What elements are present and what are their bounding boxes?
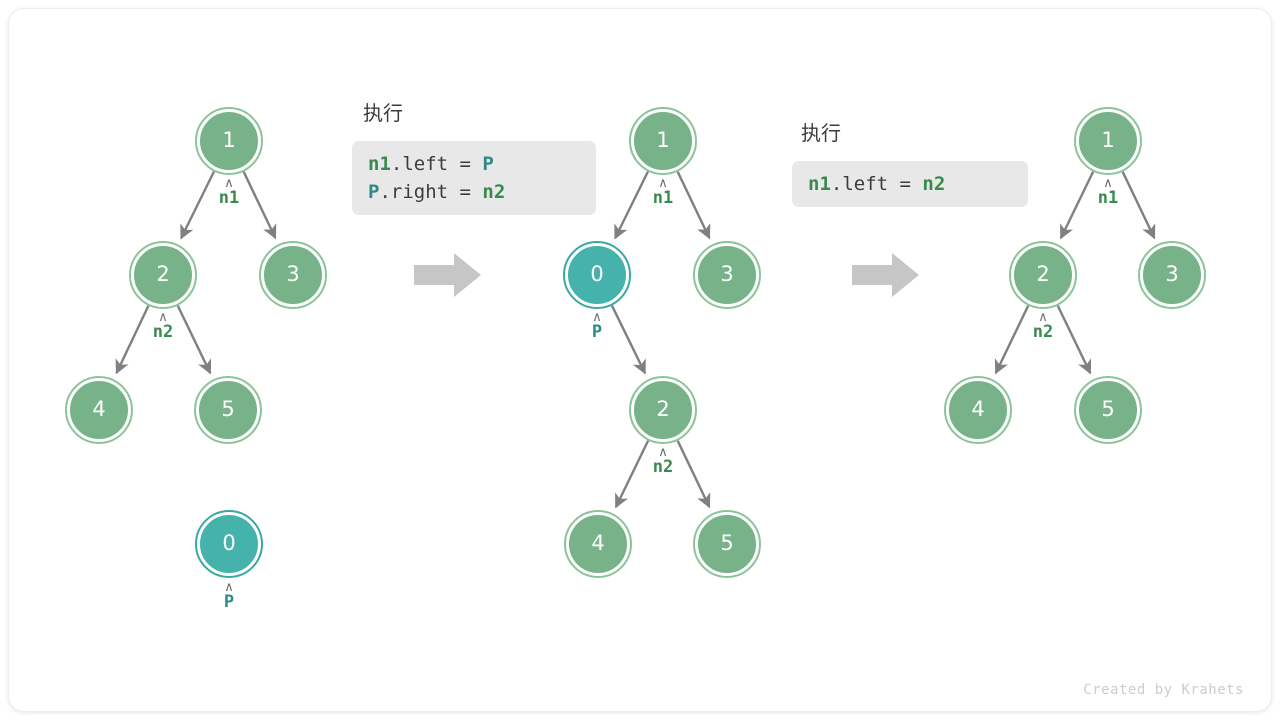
tree-edge: [242, 171, 277, 240]
tree-node-value: 5: [720, 530, 734, 555]
code-snippet: n1.left = n2: [792, 161, 1028, 207]
code-token: P: [482, 153, 494, 175]
tree-node-value: 3: [720, 261, 734, 286]
tree-node: 2: [629, 376, 697, 444]
tree-edge: [1059, 171, 1095, 240]
caret-icon: ∧: [592, 310, 602, 325]
transition-arrow-1: [414, 252, 482, 303]
pointer-label-text: n2: [1032, 322, 1054, 342]
pointer-label: ∧P: [194, 580, 264, 612]
tree-node-value: 0: [222, 530, 236, 555]
tree-node-value: 2: [656, 396, 670, 421]
tree-node-value: 5: [1101, 396, 1115, 421]
tree-edge: [176, 305, 212, 375]
code-token: n2: [482, 181, 506, 203]
tree-node-value: 2: [156, 261, 170, 286]
caret-icon: ∧: [224, 580, 234, 595]
pointer-label: ∧n2: [1008, 310, 1078, 342]
arrow-right-icon: [852, 253, 919, 297]
pointer-label-text: P: [223, 592, 235, 612]
tree-node-value: 1: [656, 127, 670, 152]
tree-node-value: 3: [1165, 261, 1179, 286]
pointer-label: ∧n1: [194, 176, 264, 208]
tree-node: 2: [129, 241, 197, 309]
tree-node: 0: [563, 241, 631, 309]
caret-icon: ∧: [1038, 310, 1048, 325]
tree-node: 4: [944, 376, 1012, 444]
pointer-label-text: n2: [652, 457, 674, 477]
caret-icon: ∧: [658, 445, 668, 460]
arrow-right-icon: [414, 253, 481, 297]
code-token: P: [368, 181, 380, 203]
tree-node: 1: [1074, 107, 1142, 175]
pointer-label: ∧P: [562, 310, 632, 342]
pointer-label: ∧n2: [628, 445, 698, 477]
tree-edge: [994, 305, 1030, 375]
tree-node: 3: [259, 241, 327, 309]
code-line: P.right = n2: [368, 178, 580, 206]
tree-node-value: 5: [221, 396, 235, 421]
tree-node: 5: [693, 510, 761, 578]
code-token: .right =: [379, 181, 483, 203]
code-line: n1.left = P: [368, 150, 580, 178]
pointer-label-text: n1: [218, 188, 240, 208]
tree-node-value: 0: [590, 261, 604, 286]
pointer-label-text: n1: [652, 188, 674, 208]
tree-node-value: 3: [286, 261, 300, 286]
pointer-label: ∧n2: [128, 310, 198, 342]
code-token: n2: [922, 173, 946, 195]
transition-arrow-2: [852, 252, 920, 303]
tree-node: 2: [1009, 241, 1077, 309]
tree-node: 3: [1138, 241, 1206, 309]
tree-node-value: 2: [1036, 261, 1050, 286]
tree-node-value: 1: [222, 127, 236, 152]
pointer-label: ∧n1: [628, 176, 698, 208]
tree-edge: [1121, 171, 1156, 240]
tree-edge: [614, 170, 650, 240]
tree-node-value: 1: [1101, 127, 1115, 152]
caret-icon: ∧: [158, 310, 168, 325]
tree-node: 3: [693, 241, 761, 309]
code-token: n1: [808, 173, 831, 195]
tree-node: 1: [195, 107, 263, 175]
pointer-label: ∧n1: [1073, 176, 1143, 208]
caret-icon: ∧: [224, 176, 234, 191]
tree-edge: [180, 170, 216, 240]
code-line: n1.left = n2: [808, 170, 1012, 198]
tree-node: 0: [195, 510, 263, 578]
tree-edge: [614, 440, 650, 509]
tree-node: 1: [629, 107, 697, 175]
code-token: .left =: [390, 153, 483, 175]
tree-edge: [1056, 305, 1092, 375]
tree-node: 5: [194, 376, 262, 444]
tree-node: 5: [1074, 376, 1142, 444]
caret-icon: ∧: [1103, 176, 1113, 191]
tree-node: 4: [564, 510, 632, 578]
tree-node-value: 4: [591, 530, 605, 555]
tree-node-value: 4: [971, 396, 985, 421]
tree-edge: [676, 171, 711, 240]
pointer-label-text: n1: [1097, 188, 1119, 208]
tree-edge: [115, 305, 150, 375]
step-caption: 执行: [801, 121, 841, 145]
pointer-label-text: n2: [152, 322, 174, 342]
tree-node: 4: [65, 376, 133, 444]
step-caption: 执行: [363, 101, 403, 125]
footer-credit: Created by Krahets: [1083, 682, 1244, 698]
tree-node-value: 4: [92, 396, 106, 421]
pointer-label-text: P: [591, 322, 603, 342]
caret-icon: ∧: [658, 176, 668, 191]
tree-edge: [610, 305, 647, 375]
tree-edge: [676, 440, 711, 509]
code-token: .left =: [830, 173, 923, 195]
code-token: n1: [368, 153, 391, 175]
